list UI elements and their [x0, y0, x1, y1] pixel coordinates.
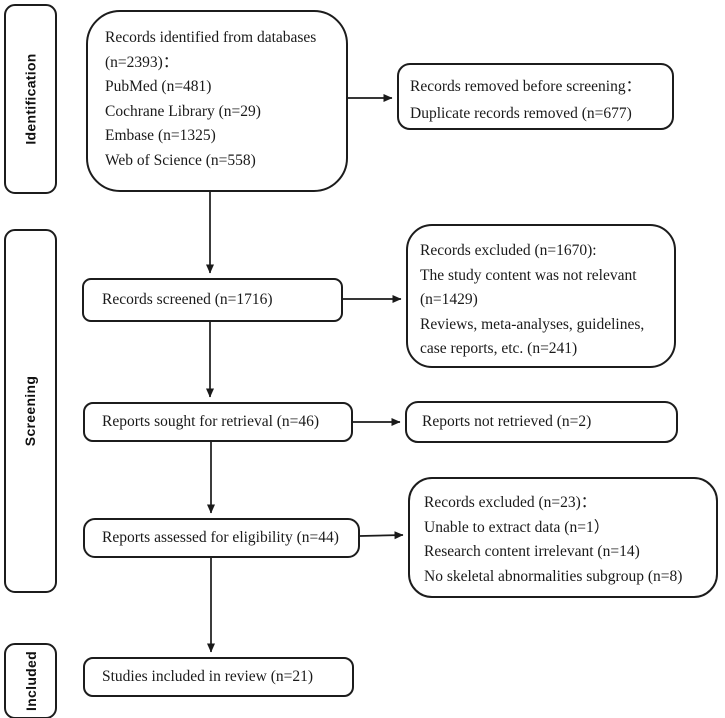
box-reports-assessed-label: Reports assessed for eligibility (n=44) [102, 528, 339, 546]
stage-label-screening-text: Screening [22, 375, 39, 447]
box-records-excluded-eligibility-line: Unable to extract data (n=1） [424, 518, 610, 536]
box-records-identified: Records identified from databases (n=239… [86, 10, 348, 192]
box-records-identified-line: Web of Science (n=558) [105, 151, 256, 169]
stage-label-included-text: Included [22, 651, 39, 711]
box-records-identified-line: Embase (n=1325) [105, 127, 216, 144]
stage-label-screening: Screening [4, 229, 57, 593]
box-reports-not-retrieved: Reports not retrieved (n=2) [405, 401, 678, 443]
box-reports-assessed: Reports assessed for eligibility (n=44) [83, 518, 360, 558]
stage-label-identification: Identification [4, 4, 57, 194]
stage-label-included: Included [4, 643, 57, 718]
box-records-excluded-eligibility-line: Records excluded (n=23)： [424, 494, 597, 511]
box-records-excluded-screening-line: case reports, etc. (n=241) [420, 340, 578, 357]
box-studies-included: Studies included in review (n=21) [83, 657, 354, 697]
box-reports-not-retrieved-label: Reports not retrieved (n=2) [422, 412, 592, 430]
box-records-screened-label: Records screened (n=1716) [102, 290, 273, 308]
box-records-excluded-screening-line: The study content was not relevant [420, 266, 637, 284]
box-records-identified-line: Cochrane Library (n=29) [105, 102, 261, 120]
box-records-identified-line: (n=2393)： [105, 53, 179, 71]
box-records-removed-line: Records removed before screening： [410, 78, 642, 95]
box-records-excluded-eligibility-line: No skeletal abnormalities subgroup (n=8) [424, 567, 683, 585]
box-records-excluded-screening-line: Records excluded (n=1670): [420, 242, 597, 259]
box-records-excluded-screening-line: (n=1429) [420, 291, 478, 308]
box-records-identified-line: PubMed (n=481) [105, 78, 212, 95]
box-records-excluded-screening: Records excluded (n=1670): The study con… [406, 224, 676, 368]
box-records-excluded-screening-line: Reviews, meta-analyses, guidelines, [420, 315, 645, 333]
stage-label-identification-text: Identification [22, 53, 39, 145]
box-reports-sought-label: Reports sought for retrieval (n=46) [102, 412, 320, 430]
box-studies-included-label: Studies included in review (n=21) [102, 667, 314, 685]
box-records-identified-line: Records identified from databases [105, 29, 317, 46]
box-records-removed-before-screening: Records removed before screening： Duplic… [397, 63, 674, 130]
box-records-screened: Records screened (n=1716) [82, 278, 343, 322]
box-records-excluded-eligibility: Records excluded (n=23)： Unable to extra… [408, 477, 718, 598]
box-records-excluded-eligibility-line: Research content irrelevant (n=14) [424, 543, 640, 560]
box-reports-sought: Reports sought for retrieval (n=46) [83, 402, 353, 442]
box-records-removed-line: Duplicate records removed (n=677) [410, 105, 632, 122]
